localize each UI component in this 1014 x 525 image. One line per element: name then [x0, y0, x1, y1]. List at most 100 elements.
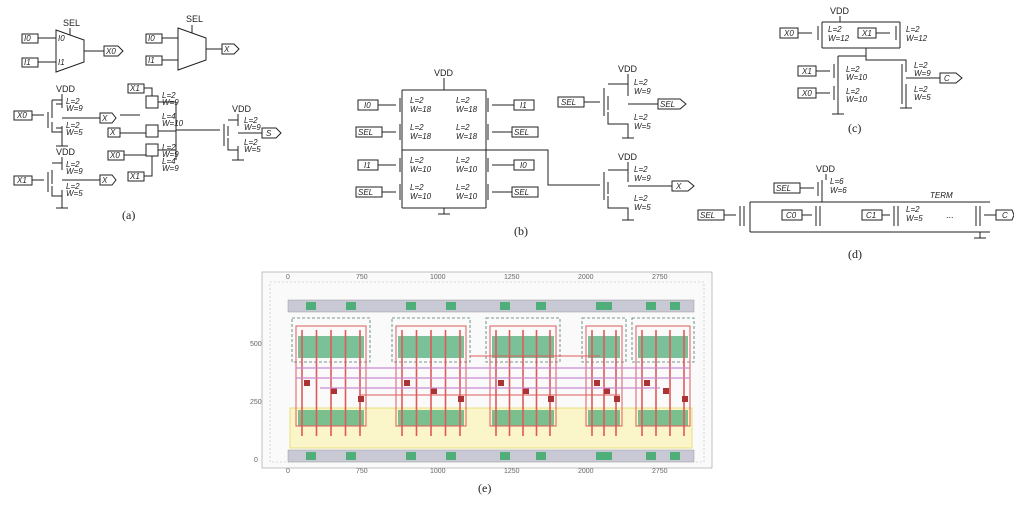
svg-text:L=2: L=2	[410, 183, 424, 192]
inverter-x0: VDD X0 L=2 W=9 L=2 W=5 X	[13, 84, 117, 147]
mux-top-left: I0 I1 I0 I1 SEL X0	[21, 18, 124, 73]
svg-text:L=2: L=2	[66, 121, 80, 130]
svg-text:0: 0	[286, 468, 290, 475]
cell-4-contact-top2	[670, 302, 680, 310]
cell-2-contact-bot2	[536, 452, 546, 460]
svg-text:I0: I0	[58, 34, 65, 43]
cell-2-contact-top	[500, 302, 510, 310]
cell-3-contact-bot2	[602, 452, 612, 460]
cell-4-metal	[635, 325, 691, 427]
panel-a: I0 I1 I0 I1 SEL X0 I0 I1 SEL X V	[13, 14, 282, 222]
mux2-out: X	[223, 45, 230, 54]
svg-text:VDD: VDD	[830, 6, 850, 16]
svg-text:L=2: L=2	[456, 183, 470, 192]
svg-text:S: S	[266, 129, 272, 138]
cell-4-via-0	[644, 380, 650, 386]
svg-text:L=2: L=2	[66, 97, 80, 106]
svg-text:W=5: W=5	[906, 214, 923, 223]
svg-text:L=2: L=2	[162, 143, 176, 152]
svg-text:L=2: L=2	[456, 156, 470, 165]
svg-text:1000: 1000	[430, 468, 446, 475]
svg-text:L=2: L=2	[456, 123, 470, 132]
b-x-inverter: VDD L=2W=9 L=2W=5 X	[486, 149, 695, 221]
svg-text:W=6: W=6	[830, 186, 847, 195]
panel-b: VDD I0 SEL I1 SEL I1 SEL I0 SEL L=2W=18 …	[355, 64, 695, 238]
svg-text:C: C	[1002, 211, 1008, 220]
caption-b: (b)	[514, 224, 528, 238]
svg-text:W=10: W=10	[410, 165, 432, 174]
cell-2-via-1	[523, 388, 529, 394]
svg-text:X1: X1	[801, 67, 812, 76]
cell-0-via-2	[358, 396, 364, 402]
b-left-inputs: I0 SEL I1 SEL	[355, 98, 401, 200]
svg-text:I1: I1	[58, 58, 65, 67]
svg-text:...: ...	[946, 210, 954, 220]
svg-text:VDD: VDD	[618, 152, 638, 162]
svg-text:W=9: W=9	[244, 123, 261, 132]
svg-text:L=2: L=2	[66, 182, 80, 191]
svg-text:C: C	[944, 74, 950, 83]
svg-text:X: X	[675, 182, 682, 191]
svg-text:X1: X1	[129, 84, 140, 93]
svg-text:L=2: L=2	[634, 113, 648, 122]
svg-text:2000: 2000	[578, 274, 594, 281]
svg-text:W=9: W=9	[634, 87, 651, 96]
cell-3-contact-bot	[596, 452, 606, 460]
output-inverter: VDD L=2 W=9 L=2 W=5 S	[176, 104, 282, 161]
svg-text:250: 250	[250, 399, 262, 406]
svg-text:W=12: W=12	[828, 34, 850, 43]
svg-text:VDD: VDD	[56, 84, 76, 94]
e-left-ticks: 500 250 0	[250, 341, 262, 464]
svg-text:SEL: SEL	[358, 188, 373, 197]
svg-text:W=12: W=12	[906, 34, 928, 43]
svg-text:1250: 1250	[504, 274, 520, 281]
svg-text:X0: X0	[783, 29, 794, 38]
svg-text:SEL: SEL	[561, 98, 576, 107]
svg-text:L=2: L=2	[906, 205, 920, 214]
cell-1-contact-bot2	[446, 452, 456, 460]
e-cells	[291, 302, 695, 460]
svg-text:SEL: SEL	[660, 100, 675, 109]
pass-gate-network: X1 X X0 X1 L=2 W=9 L=4 W=10 L=2 W=9 L=4 …	[107, 83, 184, 182]
cell-4-via-1	[663, 388, 669, 394]
cell-1-metal	[395, 325, 467, 427]
svg-text:I0: I0	[364, 101, 371, 110]
svg-text:W=18: W=18	[410, 105, 432, 114]
cell-3-contact-top2	[602, 302, 612, 310]
svg-text:W=5: W=5	[66, 128, 83, 137]
svg-text:L=4: L=4	[162, 112, 176, 121]
svg-text:VDD: VDD	[434, 68, 454, 78]
svg-text:0: 0	[254, 457, 258, 464]
caption-a: (a)	[122, 208, 135, 222]
caption-e: (e)	[478, 481, 491, 495]
cell-1-via-0	[404, 380, 410, 386]
svg-text:L=2: L=2	[846, 87, 860, 96]
svg-text:I1: I1	[520, 101, 527, 110]
mux2-sel: SEL	[186, 14, 203, 24]
cell-2-via-0	[498, 380, 504, 386]
svg-text:W=9: W=9	[914, 69, 931, 78]
svg-text:W=10: W=10	[846, 73, 868, 82]
svg-text:W=10: W=10	[456, 192, 478, 201]
svg-text:W=5: W=5	[244, 145, 261, 154]
svg-text:2750: 2750	[652, 274, 668, 281]
svg-text:500: 500	[250, 341, 262, 348]
svg-text:L=2: L=2	[634, 78, 648, 87]
svg-text:X1: X1	[861, 29, 872, 38]
panel-e-layout: 0 750 1000 1250 2000 2750 0 750 1000 125…	[250, 271, 713, 475]
svg-text:W=5: W=5	[66, 189, 83, 198]
svg-text:1000: 1000	[430, 274, 446, 281]
cell-1-contact-top2	[446, 302, 456, 310]
svg-text:VDD: VDD	[56, 147, 76, 157]
svg-text:SEL: SEL	[700, 211, 715, 220]
svg-text:L=2: L=2	[456, 96, 470, 105]
svg-text:L=2: L=2	[410, 156, 424, 165]
svg-text:L=6: L=6	[830, 177, 844, 186]
svg-text:L=2: L=2	[828, 25, 842, 34]
cell-3-via-2	[614, 396, 620, 402]
svg-text:W=10: W=10	[162, 119, 184, 128]
svg-text:1250: 1250	[504, 468, 520, 475]
cell-0-contact-bot2	[346, 452, 356, 460]
svg-text:L=2: L=2	[846, 65, 860, 74]
b-sel-inverter: VDD SEL L=2W=9 L=2W=5 SEL	[557, 64, 687, 139]
